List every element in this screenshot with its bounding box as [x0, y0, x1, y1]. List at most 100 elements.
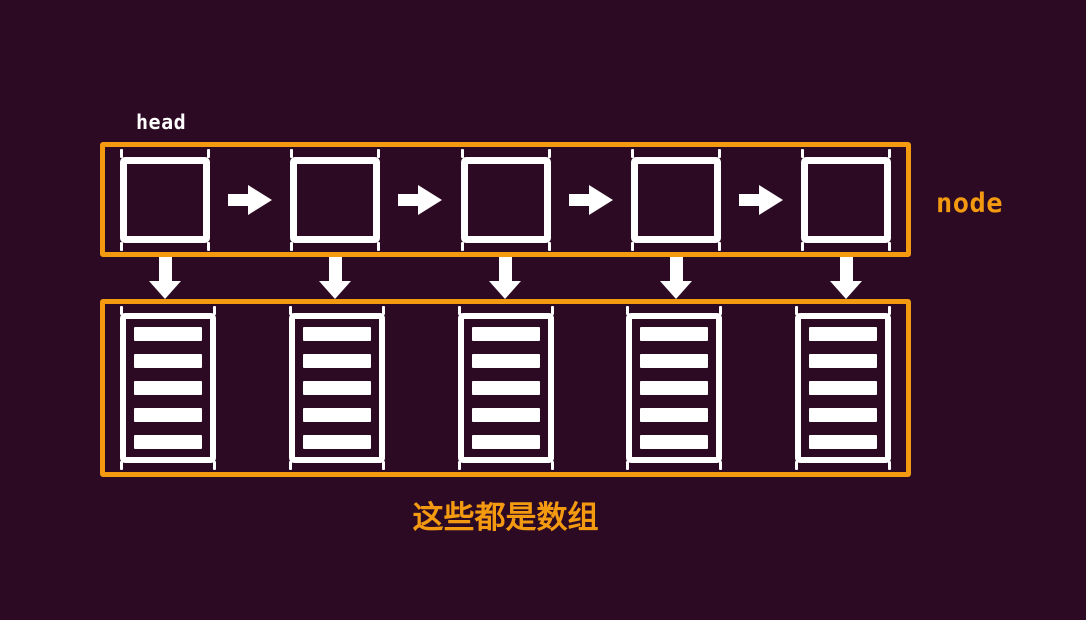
array-block: [288, 306, 385, 470]
array-cell-bar: [134, 435, 202, 449]
array-cell-bar: [471, 435, 540, 449]
corner-tick: [213, 461, 216, 470]
array-cell-bar: [471, 408, 540, 422]
next-pointer-arrow-icon: [738, 184, 783, 215]
arrow-tip: [660, 281, 692, 299]
corner-tick: [717, 241, 721, 251]
arrow-tip: [319, 281, 351, 299]
array-cell-bar: [640, 381, 709, 395]
node-label: node: [936, 188, 1004, 219]
arrow-shaft: [498, 257, 512, 281]
array-block: [626, 306, 723, 470]
arrow-tip: [149, 281, 181, 299]
array-block: [120, 306, 216, 470]
list-node-square: [630, 148, 721, 251]
corner-tick: [719, 461, 723, 470]
array-cell-bar: [809, 381, 877, 395]
array-cell-bar: [809, 408, 877, 422]
array-cell-bar: [134, 354, 202, 368]
array-cell-bar: [640, 408, 709, 422]
corner-tick: [626, 306, 630, 315]
corner-tick: [547, 241, 551, 251]
array-cell-bar: [302, 327, 371, 341]
arrow-shaft: [158, 257, 172, 281]
array-cell-bar: [471, 327, 540, 341]
arrow-tip: [489, 281, 521, 299]
array-cell-bar: [640, 435, 709, 449]
array-cell-bar: [302, 408, 371, 422]
array-cell-bar: [134, 327, 202, 341]
corner-tick: [795, 306, 798, 315]
list-node-square: [290, 148, 381, 251]
corner-tick: [888, 241, 891, 251]
corner-tick: [888, 148, 891, 158]
array-cell-bar: [134, 408, 202, 422]
corner-tick: [888, 461, 891, 470]
next-pointer-arrow-icon: [568, 184, 613, 215]
array-cell-bar: [302, 354, 371, 368]
list-node-square: [801, 148, 891, 251]
array-cell-bar: [302, 435, 371, 449]
corner-tick: [801, 148, 804, 158]
corner-tick: [377, 148, 381, 158]
corner-tick: [377, 241, 381, 251]
corner-tick: [626, 461, 630, 470]
down-pointer-arrow-icon: [489, 257, 521, 299]
corner-tick: [888, 306, 891, 315]
arrow-tip: [758, 184, 783, 215]
down-pointer-arrow-icon: [830, 257, 862, 299]
caption-label: 这些都是数组: [412, 500, 599, 536]
head-label: head: [136, 110, 187, 134]
corner-tick: [550, 306, 554, 315]
corner-tick: [547, 148, 551, 158]
array-block: [795, 306, 891, 470]
corner-tick: [460, 148, 464, 158]
corner-tick: [213, 306, 216, 315]
array-cell-bar: [134, 381, 202, 395]
array-cell-bar: [640, 327, 709, 341]
array-cell-bar: [809, 435, 877, 449]
corner-tick: [460, 241, 464, 251]
corner-tick: [719, 306, 723, 315]
arrow-tip: [248, 184, 273, 215]
next-pointer-arrow-icon: [398, 184, 443, 215]
corner-tick: [207, 241, 210, 251]
arrow-shaft: [328, 257, 342, 281]
arrow-tip: [830, 281, 862, 299]
corner-tick: [381, 461, 385, 470]
corner-tick: [290, 148, 294, 158]
arrow-shaft: [568, 193, 589, 206]
corner-tick: [801, 241, 804, 251]
arrow-shaft: [669, 257, 683, 281]
arrow-shaft: [398, 193, 419, 206]
corner-tick: [457, 461, 461, 470]
list-node-square: [120, 148, 210, 251]
corner-tick: [120, 306, 123, 315]
array-cell-bar: [640, 354, 709, 368]
corner-tick: [120, 148, 123, 158]
corner-tick: [550, 461, 554, 470]
corner-tick: [630, 148, 634, 158]
arrow-tip: [588, 184, 613, 215]
array-cell-bar: [809, 327, 877, 341]
array-cell-bar: [809, 354, 877, 368]
down-pointer-arrow-icon: [149, 257, 181, 299]
corner-tick: [288, 306, 292, 315]
arrow-shaft: [738, 193, 759, 206]
corner-tick: [457, 306, 461, 315]
array-cell-bar: [302, 381, 371, 395]
corner-tick: [381, 306, 385, 315]
arrays-box: [100, 299, 911, 477]
list-node-square: [460, 148, 551, 251]
corner-tick: [120, 461, 123, 470]
down-arrows-layer: [0, 257, 1086, 299]
down-pointer-arrow-icon: [660, 257, 692, 299]
array-block: [457, 306, 554, 470]
arrow-shaft: [839, 257, 853, 281]
down-pointer-arrow-icon: [319, 257, 351, 299]
corner-tick: [795, 461, 798, 470]
array-cell-bar: [471, 381, 540, 395]
corner-tick: [717, 148, 721, 158]
linked-list-box: [100, 142, 911, 257]
corner-tick: [120, 241, 123, 251]
